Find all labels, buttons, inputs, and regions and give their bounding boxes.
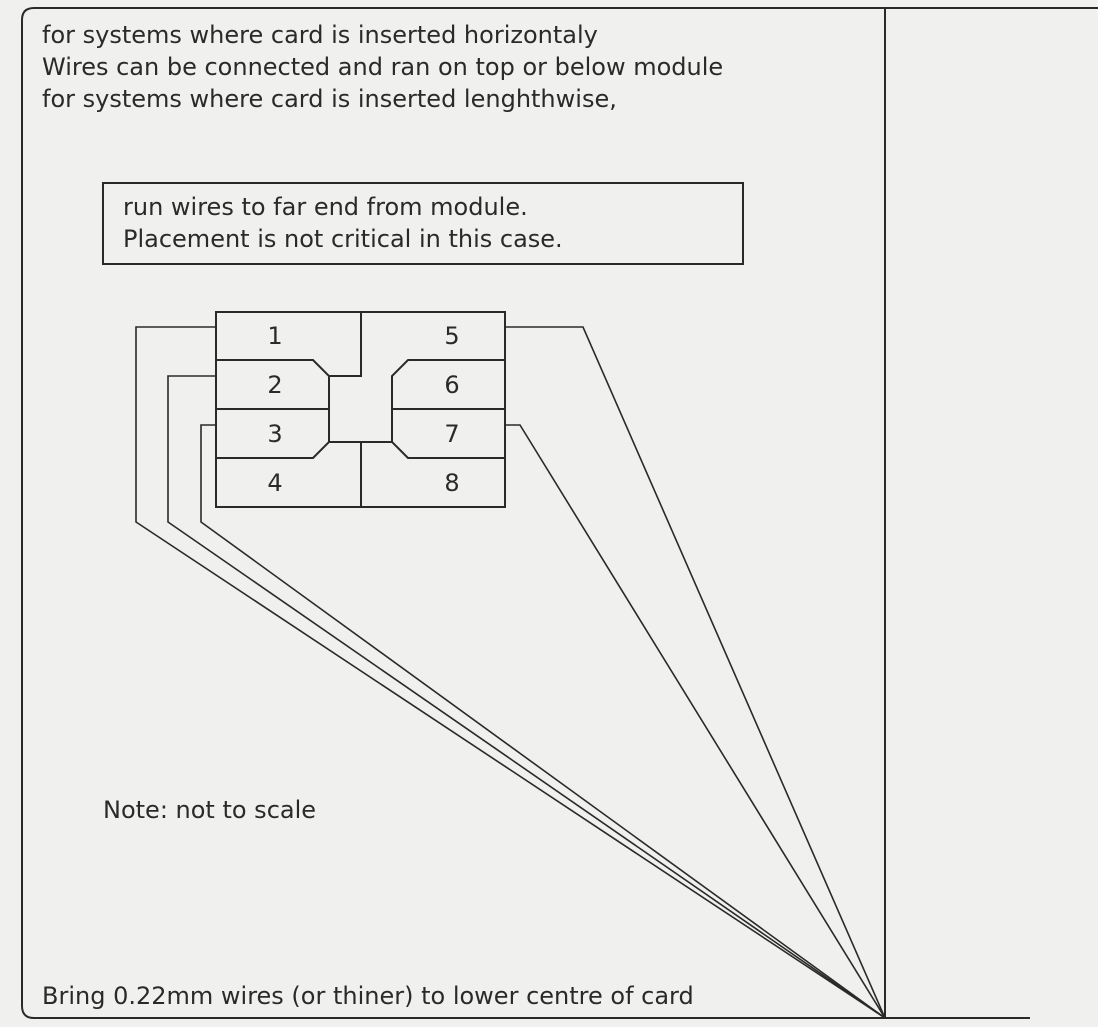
box-line-2: Placement is not critical in this case. [123, 225, 563, 253]
pin-label-8: 8 [444, 469, 460, 497]
header-line-3: for systems where card is inserted lengh… [42, 85, 617, 113]
module-contacts [215, 311, 506, 508]
pin-label-5: 5 [444, 322, 460, 350]
pin-label-2: 2 [267, 371, 283, 399]
pin-label-3: 3 [267, 420, 283, 448]
header-line-2: Wires can be connected and ran on top or… [42, 53, 724, 81]
header-line-1: for systems where card is inserted horiz… [42, 21, 598, 49]
wires [135, 326, 886, 1019]
card-border [21, 7, 1098, 1019]
pin-label-1: 1 [267, 322, 283, 350]
wire-pin-5 [505, 326, 886, 1019]
box-line-1: run wires to far end from module. [123, 193, 528, 221]
pin-label-6: 6 [444, 371, 460, 399]
wire-pin-2 [167, 375, 886, 1019]
wire-pin-3 [200, 424, 886, 1019]
wire-pin-7 [505, 424, 886, 1019]
footer-instruction: Bring 0.22mm wires (or thiner) to lower … [42, 982, 694, 1010]
scale-note: Note: not to scale [103, 796, 317, 824]
pin-label-4: 4 [267, 469, 283, 497]
wire-pin-1 [135, 326, 886, 1019]
instruction-box [102, 182, 744, 265]
pin-label-7: 7 [444, 420, 460, 448]
